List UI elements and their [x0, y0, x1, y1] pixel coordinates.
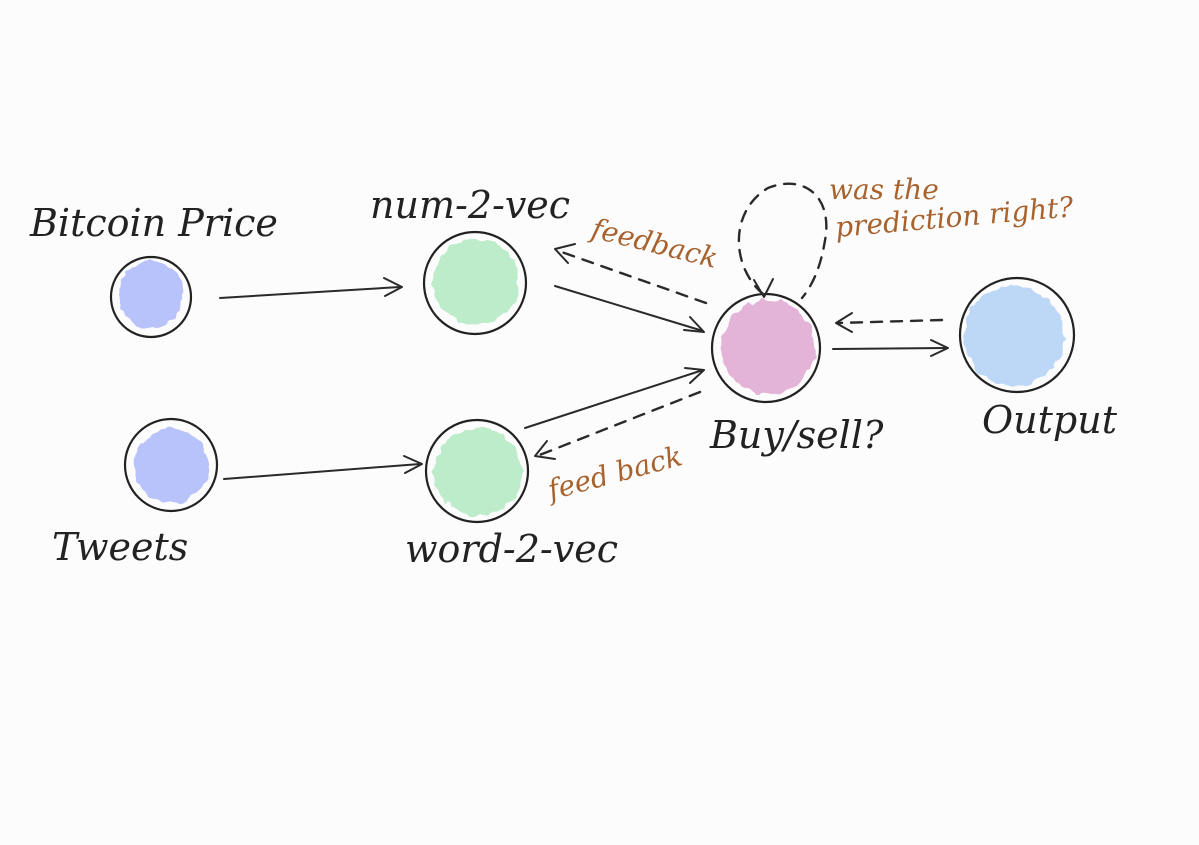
- edge-bitcoin-to-num2vec: [219, 277, 403, 299]
- label-tweets: Tweets: [52, 525, 188, 569]
- arrow-head: [930, 339, 949, 357]
- node-word2vec: [424, 418, 530, 524]
- node-num2vec-fill: [433, 239, 519, 325]
- node-buy-sell: [710, 292, 822, 404]
- node-bitcoin-price: [109, 255, 193, 339]
- label-bitcoin-price: Bitcoin Price: [29, 201, 278, 245]
- arrow-head: [534, 440, 556, 460]
- node-bitcoin-price-ring: [109, 255, 193, 339]
- annotation-loop-line1: was the: [829, 173, 939, 206]
- edge-word2vec-to-buysell: [524, 367, 705, 429]
- label-word2vec: word-2-vec: [405, 527, 618, 571]
- edge-tweets-to-word2vec: [223, 455, 423, 480]
- node-tweets-fill: [135, 429, 209, 503]
- node-buy-sell-fill: [721, 300, 815, 394]
- edge-buysell-to-output: [832, 339, 949, 357]
- node-output: [958, 276, 1076, 394]
- node-bitcoin-price-fill: [118, 262, 184, 328]
- arrow-head: [403, 455, 423, 474]
- arrow-head: [554, 243, 576, 264]
- arrow-head: [835, 312, 853, 333]
- edge-feedback-to-word2vec: [534, 390, 702, 460]
- node-tweets-ring: [123, 417, 219, 513]
- arrow-head: [683, 316, 705, 333]
- edge-feedback-to-num2vec: [554, 243, 708, 305]
- label-output: Output: [982, 398, 1118, 442]
- node-output-ring: [958, 276, 1076, 394]
- arrow-head: [753, 278, 774, 298]
- node-num2vec: [422, 230, 528, 336]
- label-num2vec: num-2-vec: [370, 183, 570, 227]
- node-num2vec-ring: [422, 230, 528, 336]
- node-tweets: [123, 417, 219, 513]
- node-word2vec-ring: [424, 418, 530, 524]
- arrow-head: [684, 367, 705, 384]
- label-buy-sell: Buy/sell?: [709, 413, 884, 457]
- edge-self-loop-buysell: [737, 182, 828, 300]
- annotation-feedback-top: feedback: [586, 211, 721, 275]
- edge-num2vec-to-buysell: [554, 285, 705, 333]
- node-word2vec-fill: [434, 428, 522, 516]
- annotation-feedback-bottom: feed back: [542, 439, 685, 507]
- arrow-head: [383, 277, 403, 297]
- edge-output-to-buysell: [835, 312, 944, 333]
- node-output-fill: [964, 286, 1064, 386]
